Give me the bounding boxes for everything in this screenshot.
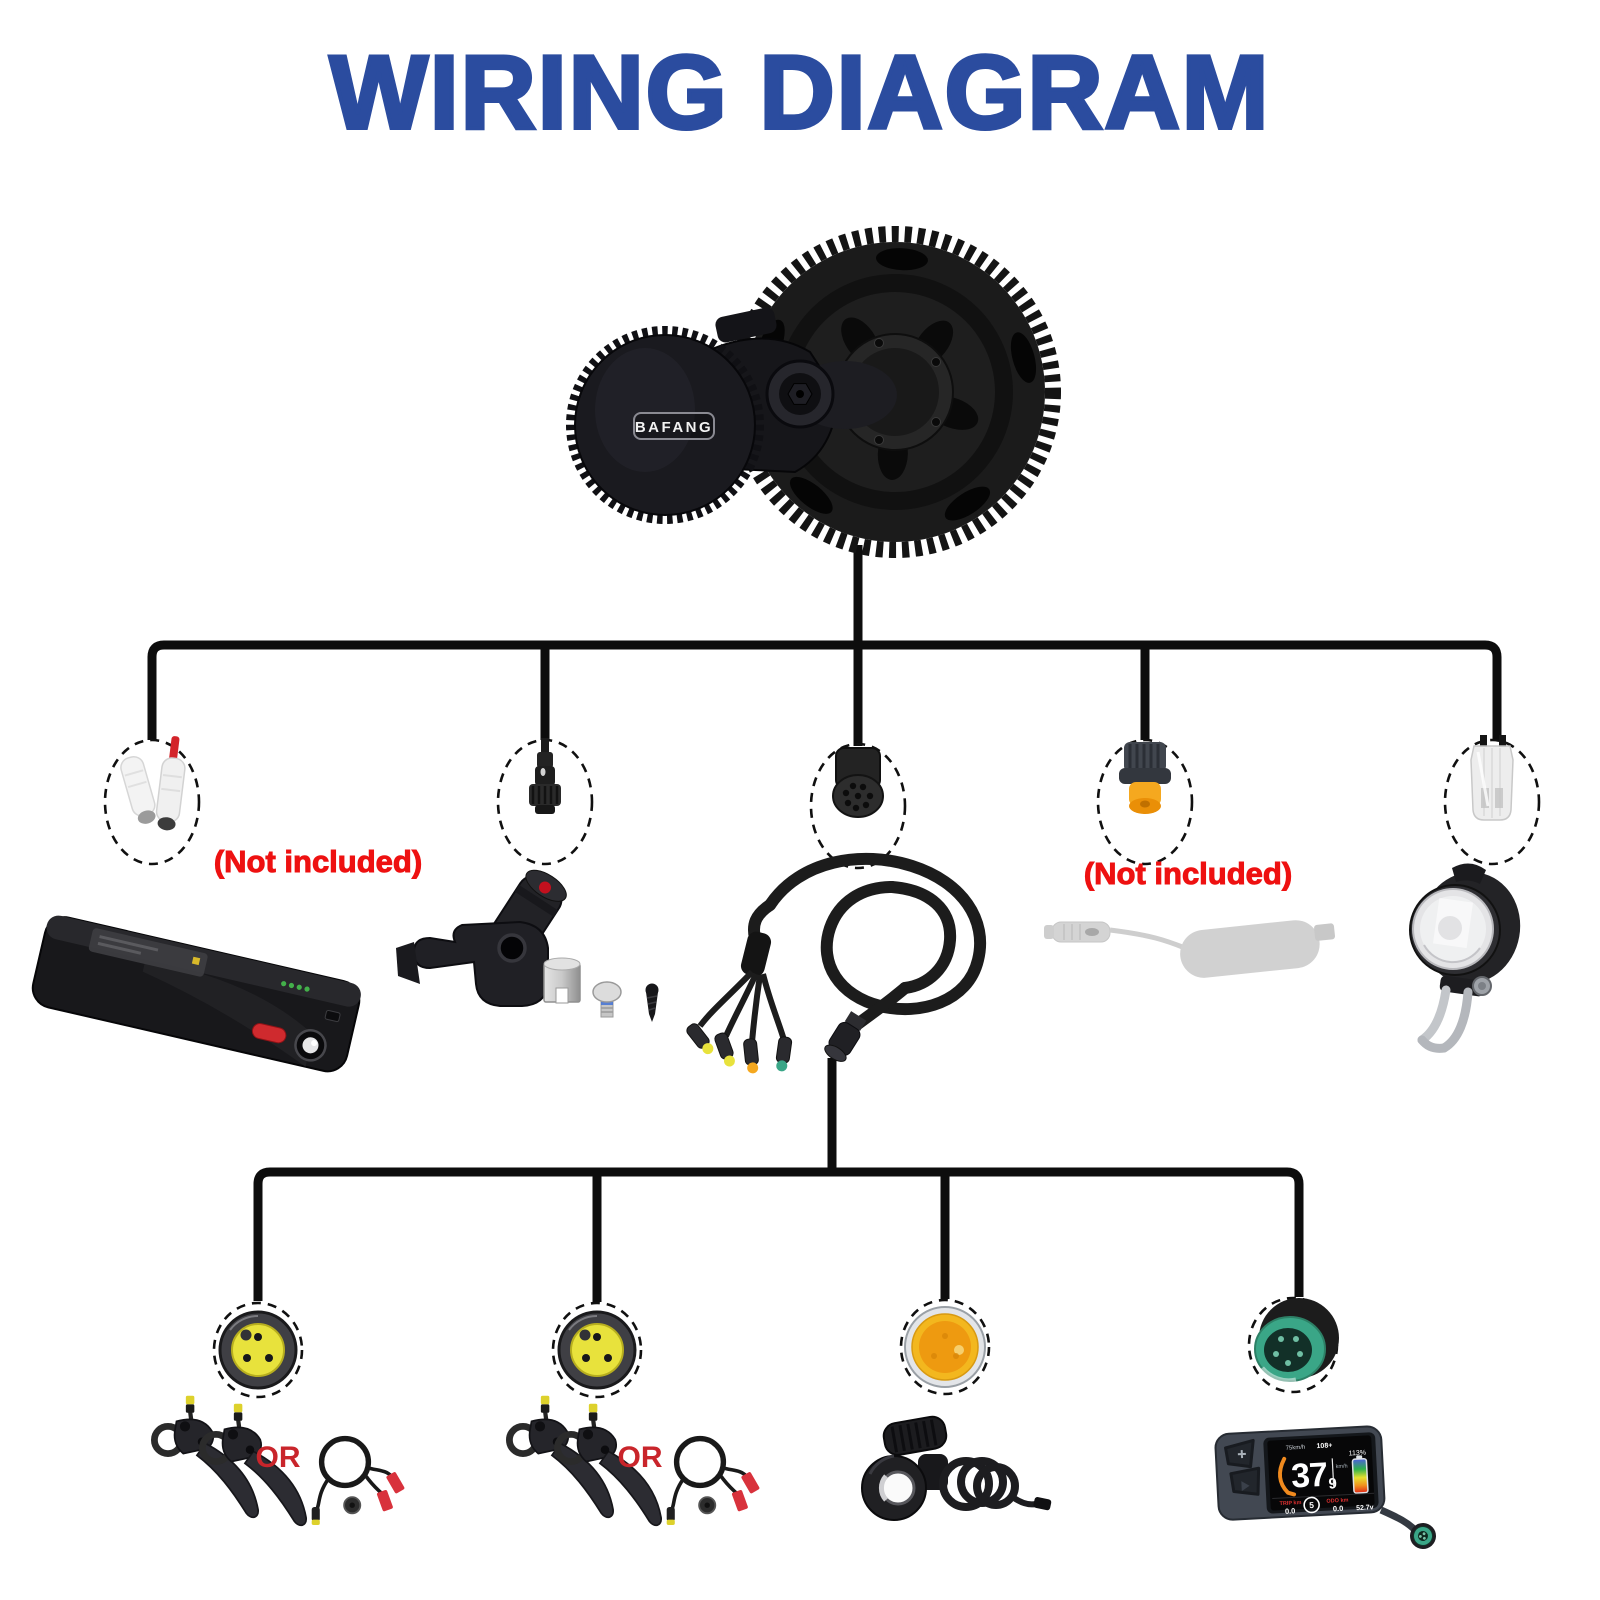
brake-sensor-ghost — [1044, 920, 1336, 978]
main-harness-connector-icon — [832, 747, 884, 818]
main-wiring-harness — [686, 852, 987, 1074]
brake-yellow-node-left — [212, 1301, 304, 1399]
display-odo-value: 0.0 — [1333, 1504, 1344, 1514]
harness-branch-green — [775, 1036, 793, 1072]
battery-connector-node — [103, 736, 201, 866]
speed-arc — [1278, 1456, 1297, 1497]
harness-main-plug — [824, 1011, 867, 1062]
motor-cover: BAFANG — [566, 326, 764, 524]
wiring-tree-upper — [147, 545, 1502, 746]
display-speed: 37 — [1290, 1456, 1328, 1496]
page-title: WIRING DIAGRAM — [328, 33, 1271, 153]
brake-cable-kit-left — [312, 1439, 405, 1525]
gear-sensor-connector-node — [496, 738, 594, 866]
harness-connector-node — [809, 742, 907, 870]
lcd-display: 75km/h 108+ 113% 37 9 km/h TRIP km ODO k… — [1214, 1425, 1436, 1549]
display-odometer-top: 108+ — [1316, 1442, 1332, 1450]
display-trip-value: 0.0 — [1285, 1506, 1296, 1516]
battery-not-included-label: (Not included) — [213, 844, 423, 880]
headlight-connector-icon — [1470, 735, 1514, 821]
display-battery-percent: 113% — [1348, 1450, 1366, 1458]
silver-screw — [592, 981, 622, 1018]
thumb-throttle — [861, 1415, 1052, 1521]
battery — [31, 915, 361, 1073]
spacer — [543, 957, 581, 1004]
brake-yellow-node-right — [551, 1301, 643, 1399]
harness-branch-orange — [743, 1038, 759, 1074]
harness-branch-yellow-2 — [714, 1032, 735, 1067]
sensor-red-dot — [538, 881, 551, 894]
crank-axle — [765, 359, 835, 429]
brake-sensor-connector-node — [1096, 738, 1194, 866]
wiring-tree-lower — [253, 1058, 1304, 1302]
display-minus-button — [1229, 1466, 1261, 1496]
headlight-connector-node — [1443, 735, 1541, 866]
display-plug — [1410, 1523, 1436, 1549]
or-label-left: OR — [255, 1441, 301, 1474]
battery-power-connector-icon — [120, 736, 186, 831]
harness-branch-yellow-1 — [686, 1023, 714, 1055]
display-speed-unit: km/h — [1336, 1464, 1348, 1471]
gear-shift-sensor — [396, 869, 659, 1022]
brake-sensor-connector-icon — [1119, 742, 1171, 814]
display-green-node — [1247, 1296, 1339, 1394]
display-speed-decimal: 9 — [1328, 1475, 1337, 1492]
headlight — [1409, 863, 1521, 1053]
display-voltage: 52.7v — [1356, 1504, 1374, 1512]
or-label-right: OR — [617, 1441, 663, 1474]
display-assist-level: 5 — [1309, 1500, 1315, 1510]
display-trip-label: TRIP km — [1279, 1500, 1301, 1507]
battery-power-switch — [251, 1023, 287, 1044]
brake-cable-kit-right — [667, 1439, 760, 1525]
gear-sensor-connector-icon — [529, 738, 561, 814]
brake-sensor-not-included-label: (Not included) — [1083, 856, 1293, 892]
throttle-orange-node — [899, 1298, 991, 1396]
display-odo-label: ODO km — [1326, 1498, 1348, 1505]
display-battery-gauge — [1351, 1457, 1369, 1494]
mid-drive-motor: BAFANG — [566, 226, 1061, 558]
bafang-logo: BAFANG — [635, 419, 713, 436]
black-screw — [645, 983, 659, 1022]
display-maxspeed: 75km/h — [1286, 1445, 1306, 1452]
